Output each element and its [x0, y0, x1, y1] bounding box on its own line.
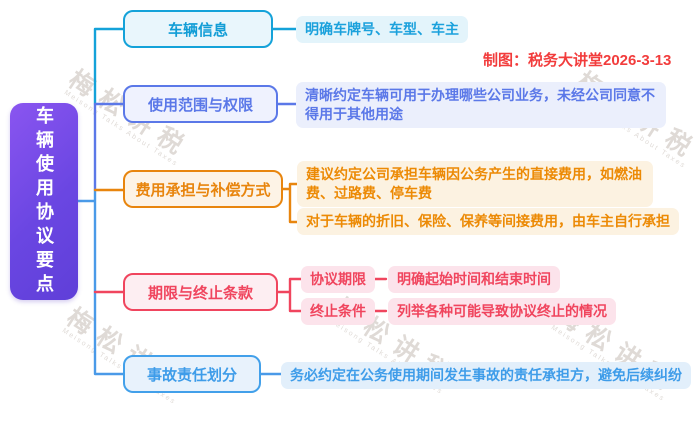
leaf-direct-costs[interactable]: 建议约定公司承担车辆因公务产生的直接费用，如燃油费、过路费、停车费: [297, 161, 653, 207]
branch-usage-scope[interactable]: 使用范围与权限: [123, 85, 278, 123]
branch-vehicle-info[interactable]: 车辆信息: [123, 10, 273, 48]
credit-text: 制图：税务大讲堂2026-3-13: [483, 52, 672, 69]
branch-term-termination[interactable]: 期限与终止条款: [123, 273, 278, 311]
branch-accident-liability[interactable]: 事故责任划分: [123, 355, 261, 393]
leaf-termination-condition-detail[interactable]: 列举各种可能导致协议终止的情况: [388, 298, 616, 325]
mindmap-canvas: 梅松讲税 Meisong Talks About Taxes 梅松讲税 Meis…: [10, 10, 700, 406]
connector-purple: [93, 102, 298, 192]
subtopic-termination-condition[interactable]: 终止条件: [301, 298, 375, 325]
connector-lines: [76, 27, 388, 376]
leaf-accident-liability-detail[interactable]: 务必约定在公务使用期间发生事故的责任承担方，避免后续纠纷: [281, 362, 691, 389]
connector-orange: [93, 182, 299, 224]
leaf-vehicle-info-detail[interactable]: 明确车牌号、车型、车主: [296, 16, 468, 43]
connector-blue: [76, 188, 283, 376]
subtopic-agreement-term[interactable]: 协议期限: [301, 266, 375, 293]
connector-red: [93, 277, 388, 313]
connector-cyan: [93, 27, 298, 106]
leaf-usage-scope-detail[interactable]: 清晰约定车辆可用于办理哪些公司业务，未经公司同意不得用于其他用途: [296, 82, 666, 128]
branch-cost-bearing[interactable]: 费用承担与补偿方式: [123, 170, 283, 208]
root-node[interactable]: 车辆使用协议要点: [10, 103, 78, 300]
leaf-indirect-costs[interactable]: 对于车辆的折旧、保险、保养等间接费用，由车主自行承担: [297, 208, 679, 235]
leaf-agreement-term-detail[interactable]: 明确起始时间和结束时间: [388, 266, 560, 293]
